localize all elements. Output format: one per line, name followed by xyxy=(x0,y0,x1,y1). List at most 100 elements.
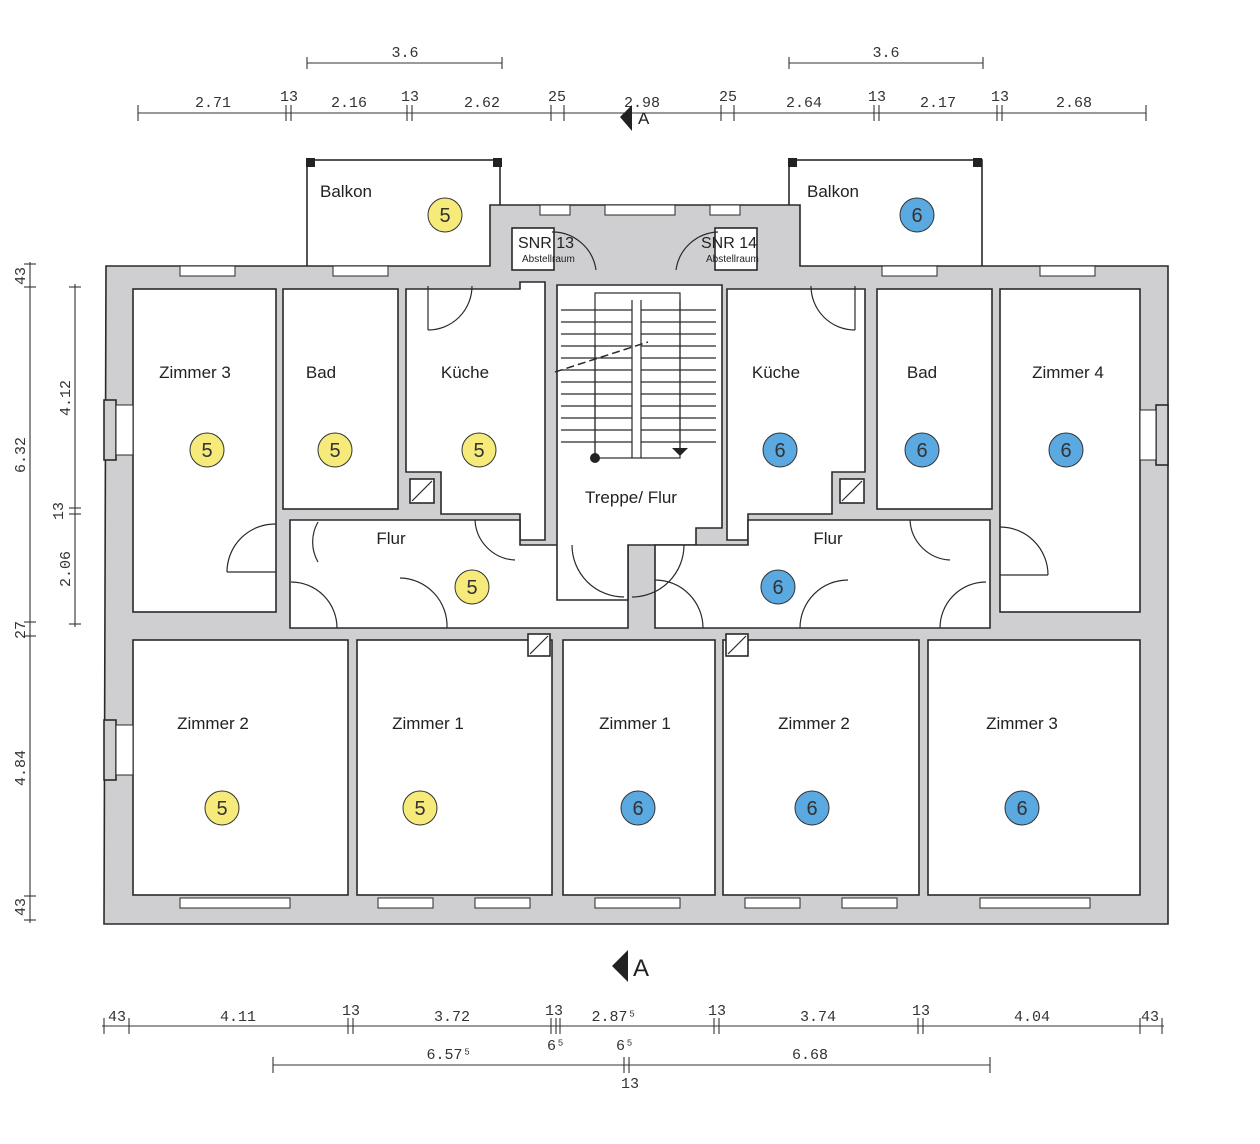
room-zimmer2-left xyxy=(132,639,349,896)
room-zimmer2-right xyxy=(722,639,920,896)
svg-text:5: 5 xyxy=(414,798,425,820)
dim-bottom-row2-sub: 13 xyxy=(621,1076,639,1093)
label-zimmer2-left: Zimmer 2 xyxy=(177,714,249,733)
badge-5-balkon: 5 xyxy=(427,197,463,233)
badge-6-zimmer4: 6 xyxy=(1048,432,1084,468)
dim-left-inner-1: 4.12 xyxy=(58,380,75,416)
svg-text:6: 6 xyxy=(916,440,927,462)
svg-text:6: 6 xyxy=(806,798,817,820)
dim-top-11: 2.17 xyxy=(920,95,956,112)
bottom-dimensions: 43 4.11 13 3.72 13 2.87⁵ 13 3.74 13 4.04… xyxy=(102,1003,1164,1093)
dim-top-13: 2.68 xyxy=(1056,95,1092,112)
dim-top-2: 13 xyxy=(280,89,298,106)
dim-top-upper-right: 3.6 xyxy=(872,45,899,62)
room-zimmer3-right xyxy=(927,639,1141,896)
dim-bottom-11: 43 xyxy=(1141,1009,1159,1026)
room-bad-right xyxy=(876,288,993,510)
label-zimmer3-left: Zimmer 3 xyxy=(159,363,231,382)
storage-left xyxy=(511,227,555,271)
dim-bottom-10: 4.04 xyxy=(1014,1009,1050,1026)
badge-6-zimmer2: 6 xyxy=(794,790,830,826)
section-arrow-icon xyxy=(612,950,628,982)
dim-bottom-sub-2: 6⁵ xyxy=(616,1038,634,1055)
top-dimensions: 3.6 3.6 2.71 13 2.16 13 2.62 25 2.98 25 … xyxy=(137,45,1147,131)
dim-left-1: 43 xyxy=(13,267,30,285)
label-balkon-left: Balkon xyxy=(320,182,372,201)
dim-top-8: 25 xyxy=(719,89,737,106)
dim-bottom-8: 3.74 xyxy=(800,1009,836,1026)
dim-bottom-7: 13 xyxy=(708,1003,726,1020)
dim-left-4: 4.84 xyxy=(13,750,30,786)
label-zimmer4-right: Zimmer 4 xyxy=(1032,363,1104,382)
section-marker-top-label: A xyxy=(638,109,650,128)
badge-6-zimmer1: 6 xyxy=(620,790,656,826)
room-zimmer1-left xyxy=(356,639,553,896)
dim-left-inner-3: 2.06 xyxy=(58,551,75,587)
room-flur-right xyxy=(654,519,991,629)
room-kueche-right xyxy=(726,288,866,541)
label-flur-right: Flur xyxy=(813,529,843,548)
label-bad-left: Bad xyxy=(306,363,336,382)
storage-left-label: Abstellraum xyxy=(522,254,575,265)
left-dimensions: 43 6.32 27 4.84 43 4.12 13 2.06 xyxy=(13,262,81,923)
dim-top-1: 2.71 xyxy=(195,95,231,112)
svg-text:6: 6 xyxy=(632,798,643,820)
dim-left-3: 27 xyxy=(13,621,30,639)
dim-bottom-sub-1: 6⁵ xyxy=(547,1038,565,1055)
badge-6-kueche: 6 xyxy=(762,432,798,468)
badge-5-bad: 5 xyxy=(317,432,353,468)
label-kueche-right: Küche xyxy=(752,363,800,382)
badge-5-zimmer2: 5 xyxy=(204,790,240,826)
dim-top-7: 2.98 xyxy=(624,95,660,112)
label-zimmer3-right: Zimmer 3 xyxy=(986,714,1058,733)
svg-text:6: 6 xyxy=(1060,440,1071,462)
badge-5-zimmer1: 5 xyxy=(402,790,438,826)
label-treppe: Treppe/ Flur xyxy=(585,488,677,507)
room-bad-left xyxy=(282,288,399,510)
section-marker-bottom-label: A xyxy=(633,955,649,982)
dim-top-5: 2.62 xyxy=(464,95,500,112)
windows xyxy=(115,204,1157,909)
label-flur-left: Flur xyxy=(376,529,406,548)
building-walls xyxy=(103,204,1169,925)
label-zimmer1-right: Zimmer 1 xyxy=(599,714,671,733)
dim-bottom-5: 13 xyxy=(545,1003,563,1020)
dim-top-upper-left: 3.6 xyxy=(391,45,418,62)
badge-5-kueche: 5 xyxy=(461,432,497,468)
dim-top-9: 2.64 xyxy=(786,95,822,112)
dim-left-2: 6.32 xyxy=(13,437,30,473)
dim-bottom-row2-1: 6.57⁵ xyxy=(426,1047,471,1064)
dim-top-6: 25 xyxy=(548,89,566,106)
dim-top-4: 13 xyxy=(401,89,419,106)
section-marker-top-icon xyxy=(620,105,632,131)
badge-6-balkon: 6 xyxy=(899,197,935,233)
balconies xyxy=(306,158,983,271)
storage-left-code: SNR 13 xyxy=(518,235,574,252)
badge-6-zimmer3: 6 xyxy=(1004,790,1040,826)
storage-right xyxy=(714,227,758,271)
dim-top-10: 13 xyxy=(868,89,886,106)
svg-text:5: 5 xyxy=(201,440,212,462)
svg-text:6: 6 xyxy=(1016,798,1027,820)
storage-right-label: Abstellraum xyxy=(706,254,759,265)
label-zimmer1-left: Zimmer 1 xyxy=(392,714,464,733)
svg-text:6: 6 xyxy=(774,440,785,462)
dim-left-5: 43 xyxy=(13,898,30,916)
dim-bottom-6: 2.87⁵ xyxy=(591,1009,636,1026)
dim-bottom-2: 4.11 xyxy=(220,1009,256,1026)
badge-6-flur: 6 xyxy=(760,569,796,605)
room-zimmer1-right xyxy=(562,639,716,896)
svg-text:5: 5 xyxy=(466,577,477,599)
dim-left-inner-2: 13 xyxy=(51,502,68,520)
balcony-right xyxy=(788,159,983,271)
svg-text:6: 6 xyxy=(911,205,922,227)
svg-text:5: 5 xyxy=(439,205,450,227)
balcony-left xyxy=(306,159,501,271)
dim-top-12: 13 xyxy=(991,89,1009,106)
storage-right-code: SNR 14 xyxy=(701,235,757,252)
badge-6-bad: 6 xyxy=(904,432,940,468)
label-kueche-left: Küche xyxy=(441,363,489,382)
label-zimmer2-right: Zimmer 2 xyxy=(778,714,850,733)
dim-bottom-9: 13 xyxy=(912,1003,930,1020)
